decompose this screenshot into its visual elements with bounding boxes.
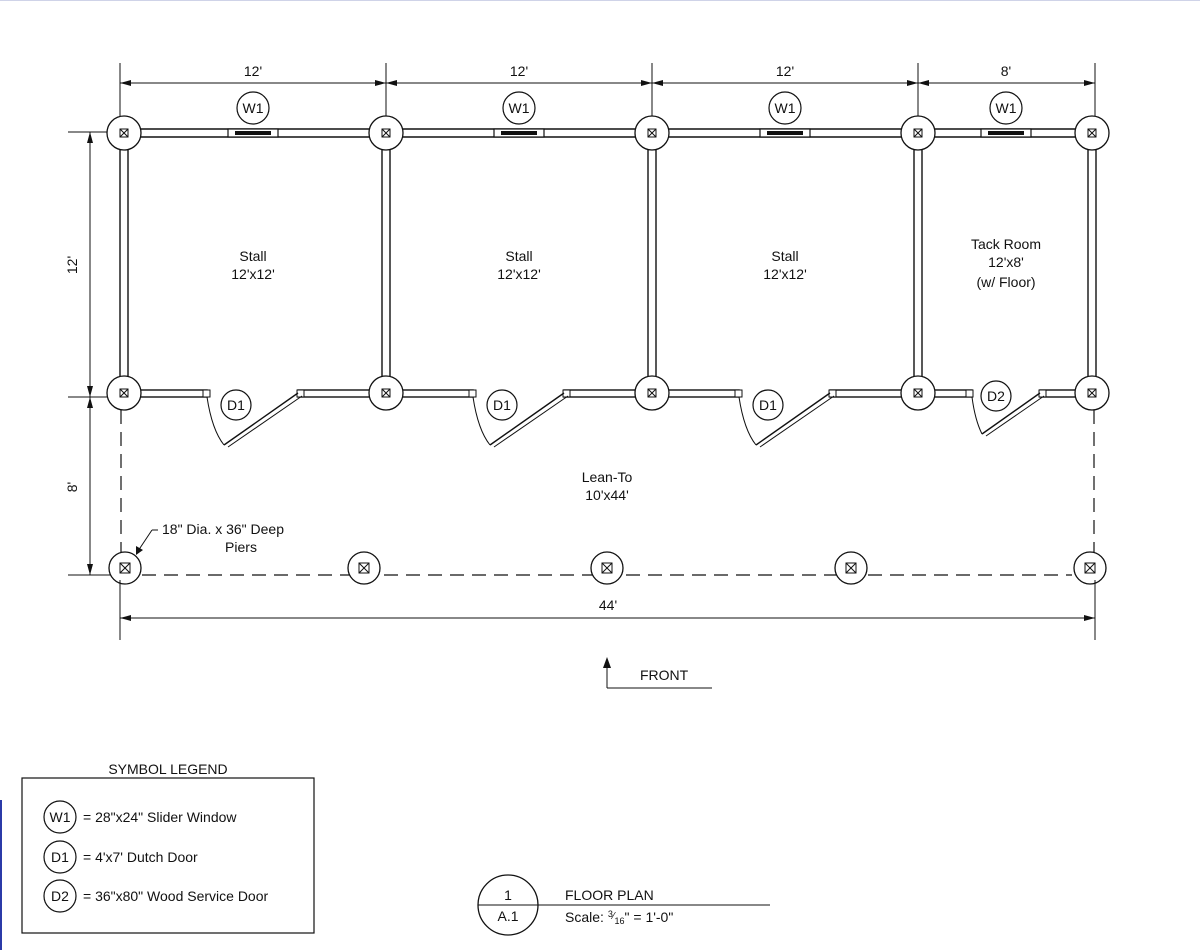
room-labels: Stall 12'x12' Stall 12'x12' Stall 12'x12…	[231, 236, 1041, 503]
room-2-name: Stall	[505, 248, 532, 264]
symbol-legend: SYMBOL LEGEND W1 = 28"x24" Slider Window…	[21, 761, 315, 934]
room-1-name: Stall	[239, 248, 266, 264]
window-2	[493, 128, 545, 138]
dim-overall: 44'	[599, 597, 617, 613]
window-tag-2: W1	[509, 100, 530, 116]
dim-top-3: 12'	[776, 63, 794, 79]
dim-top-4: 8'	[1001, 63, 1011, 79]
posts	[106, 115, 1110, 411]
lean-to-size: 10'x44'	[585, 487, 629, 503]
sheet-number: A.1	[497, 908, 518, 924]
window-1	[227, 128, 279, 138]
front-arrow: FRONT	[603, 657, 712, 689]
room-4-note: (w/ Floor)	[976, 274, 1035, 290]
dim-top-1: 12'	[244, 63, 262, 79]
door-tag-4: D2	[987, 388, 1005, 404]
drawing-number: 1	[504, 887, 512, 903]
left-dimensions: 12' 8'	[64, 131, 122, 576]
lean-to-name: Lean-To	[582, 469, 633, 485]
legend-title: SYMBOL LEGEND	[108, 761, 227, 777]
room-4-size: 12'x8'	[988, 254, 1024, 270]
room-2-size: 12'x12'	[497, 266, 541, 282]
page-top-edge	[0, 0, 1200, 1]
legend-text-d2: = 36"x80" Wood Service Door	[83, 888, 269, 904]
overall-dimension: 44'	[119, 580, 1096, 640]
window-3	[759, 128, 811, 138]
doors: D1 D1 D1 D2	[206, 380, 1045, 448]
room-1-size: 12'x12'	[231, 266, 275, 282]
window-tag-4: W1	[996, 100, 1017, 116]
dim-top-2: 12'	[510, 63, 528, 79]
legend-tag-w1: W1	[50, 809, 71, 825]
room-3-size: 12'x12'	[763, 266, 807, 282]
dim-left-upper: 12'	[64, 256, 80, 274]
window-tag-1: W1	[243, 100, 264, 116]
drawing-scale: Scale: 3⁄16" = 1'-0"	[565, 909, 673, 926]
room-4-name: Tack Room	[971, 236, 1041, 252]
dim-left-lower: 8'	[64, 482, 80, 492]
drawing-title: FLOOR PLAN	[565, 887, 654, 903]
door-tag-3: D1	[759, 397, 777, 413]
pier-note-line2: Piers	[225, 539, 257, 555]
window-tag-3: W1	[775, 100, 796, 116]
legend-tag-d2: D2	[51, 888, 69, 904]
top-dimensions: 12' 12' 12' 8'	[119, 63, 1096, 125]
front-label: FRONT	[640, 667, 689, 683]
legend-text-w1: = 28"x24" Slider Window	[83, 809, 237, 825]
legend-text-d1: = 4'x7' Dutch Door	[83, 849, 198, 865]
title-block: 1 A.1 FLOOR PLAN Scale: 3⁄16" = 1'-0"	[477, 874, 770, 936]
door-tag-1: D1	[227, 397, 245, 413]
room-3-name: Stall	[771, 248, 798, 264]
pier-note-line1: 18" Dia. x 36" Deep	[162, 521, 284, 537]
window-4	[980, 128, 1032, 138]
page-edge-marker	[0, 800, 2, 950]
door-tag-2: D1	[493, 397, 511, 413]
windows: W1 W1 W1 W1	[227, 91, 1032, 138]
legend-tag-d1: D1	[51, 849, 69, 865]
piers	[108, 551, 1107, 585]
pier-callout: 18" Dia. x 36" Deep Piers	[136, 521, 284, 555]
